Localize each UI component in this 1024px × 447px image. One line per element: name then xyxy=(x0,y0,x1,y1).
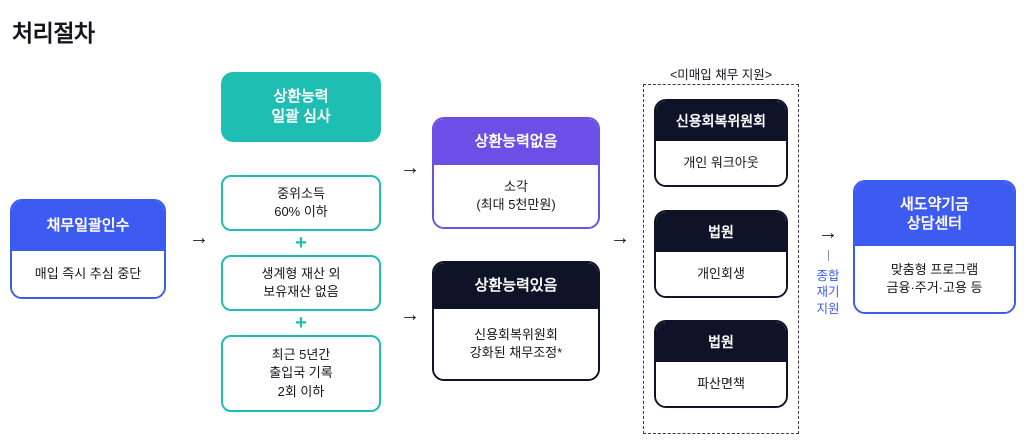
repayment-screening-card: 상환능력 일괄 심사 xyxy=(221,72,381,142)
card-header: 채무일괄인수 xyxy=(12,201,164,251)
connector-line xyxy=(828,250,829,261)
card-body: 소각 (최대 5천만원) xyxy=(434,165,598,227)
debt-acquisition-card: 채무일괄인수 매입 즉시 추심 중단 xyxy=(10,199,166,299)
card-body: 신용회복위원회 강화된 채무조정* xyxy=(434,309,598,379)
card-body: 개인회생 xyxy=(656,252,786,296)
card-body: 맞춤형 프로그램 금융·주거·고용 등 xyxy=(855,246,1014,312)
credit-recovery-card: 신용회복위원회 개인 워크아웃 xyxy=(654,99,788,187)
plus-icon: + xyxy=(295,232,307,254)
card-header: 법원 xyxy=(656,322,786,362)
no-repayment-ability-card: 상환능력없음 소각 (최대 5천만원) xyxy=(432,117,600,229)
page-title: 처리절차 xyxy=(12,20,95,46)
court-rehabilitation-card: 법원 개인회생 xyxy=(654,210,788,298)
card-body: 개인 워크아웃 xyxy=(656,141,786,185)
arrow-right-icon: → xyxy=(189,227,209,249)
arrow-right-icon: → xyxy=(400,157,420,179)
card-body: 파산면책 xyxy=(656,362,786,406)
card-header: 신용회복위원회 xyxy=(656,101,786,141)
comprehensive-support-label: 종합 재기 지원 xyxy=(816,269,840,316)
card-header: 법원 xyxy=(656,212,786,252)
unpurchased-debt-section xyxy=(643,84,799,434)
unpurchased-debt-section-label: <미매입 채무 지원> xyxy=(669,68,773,82)
criteria-box-income: 중위소득 60% 이하 xyxy=(221,175,381,231)
new-start-fund-card: 새도약기금 상담센터 맞춤형 프로그램 금융·주거·고용 등 xyxy=(853,180,1016,314)
criteria-box-travel-record: 최근 5년간 출입국 기록 2회 이하 xyxy=(221,335,381,412)
card-header: 상환능력없음 xyxy=(434,119,598,165)
court-bankruptcy-card: 법원 파산면책 xyxy=(654,320,788,408)
card-body: 매입 즉시 추심 중단 xyxy=(12,251,164,297)
arrow-right-icon: → xyxy=(610,227,630,249)
plus-icon: + xyxy=(295,312,307,334)
arrow-right-icon: → xyxy=(818,222,838,244)
card-header: 상환능력있음 xyxy=(434,263,598,309)
card-header: 새도약기금 상담센터 xyxy=(855,182,1014,246)
criteria-box-assets: 생계형 재산 외 보유재산 없음 xyxy=(221,255,381,311)
repayment-ability-card: 상환능력있음 신용회복위원회 강화된 채무조정* xyxy=(432,261,600,381)
arrow-right-icon: → xyxy=(400,304,420,326)
